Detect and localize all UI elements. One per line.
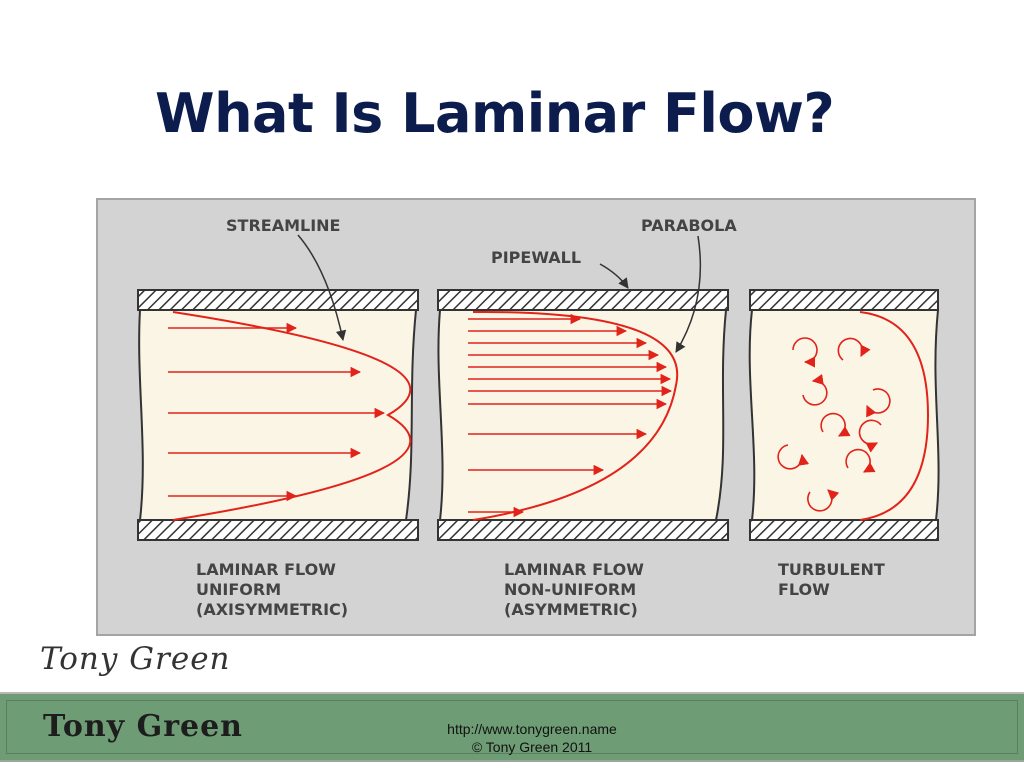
flow-diagram: STREAMLINE PARABOLA PIPEWALL LAMINAR FLO… [96,198,976,636]
author-signature: Tony Green [40,641,231,677]
pipe-laminar-nonuniform [437,289,729,541]
footer-author-name: Tony Green [43,709,243,744]
pipe-fluid [138,309,418,521]
eddy-swirl [802,373,828,406]
callout-leader-streamline [297,234,347,342]
velocity-profile-parabola [172,311,412,521]
caption-turbulent-line2: FLOW [778,580,830,599]
eddies [777,337,891,512]
caption-uniform-line2: UNIFORM [196,580,281,599]
pipe-wall-top [137,289,419,311]
pipe-wall-bottom [749,519,939,541]
eddy-swirl [820,412,851,437]
caption-nonuniform-line2: NON-UNIFORM [504,580,636,599]
callout-leader-parabola [675,235,702,353]
turbulent-profile-curve [859,311,930,521]
pipe-laminar-uniform [137,289,419,541]
caption-nonuniform-line1: LAMINAR FLOW [504,560,644,579]
eddy-swirl [792,337,818,368]
flow-diagram-svg: STREAMLINE PARABOLA PIPEWALL LAMINAR FLO… [137,216,940,619]
pipe-wall-top [749,289,939,311]
footer-url-link[interactable]: http://www.tonygreen.name [447,721,617,737]
footer-panel: Tony Green http://www.tonygreen.name © T… [6,700,1018,755]
footer-bar: Tony Green http://www.tonygreen.name © T… [0,692,1024,762]
pipe-wall-bottom [137,519,419,541]
caption-uniform-line3: (AXISYMMETRIC) [196,600,348,619]
eddy-swirl [866,388,891,418]
pipe-fluid [437,309,728,521]
eddy-swirl [837,337,871,361]
slide-title: What Is Laminar Flow? [155,82,835,145]
eddy-swirl [858,419,882,453]
callout-leader-pipewall [599,263,629,289]
caption-uniform-line1: LAMINAR FLOW [196,560,336,579]
footer-copyright: © Tony Green 2011 [471,739,593,755]
caption-nonuniform-line3: (ASYMMETRIC) [504,600,638,619]
caption-turbulent-line1: TURBULENT [778,560,885,579]
eddy-swirl [845,448,876,473]
eddy-swirl [807,489,840,512]
callout-streamline: STREAMLINE [226,216,340,235]
pipe-wall-top [437,289,729,311]
pipe-turbulent [748,289,940,541]
callout-pipewall: PIPEWALL [491,248,581,267]
velocity-profile-parabola [472,310,679,521]
callout-parabola: PARABOLA [641,216,737,235]
pipe-wall-bottom [437,519,729,541]
eddy-swirl [777,444,810,470]
